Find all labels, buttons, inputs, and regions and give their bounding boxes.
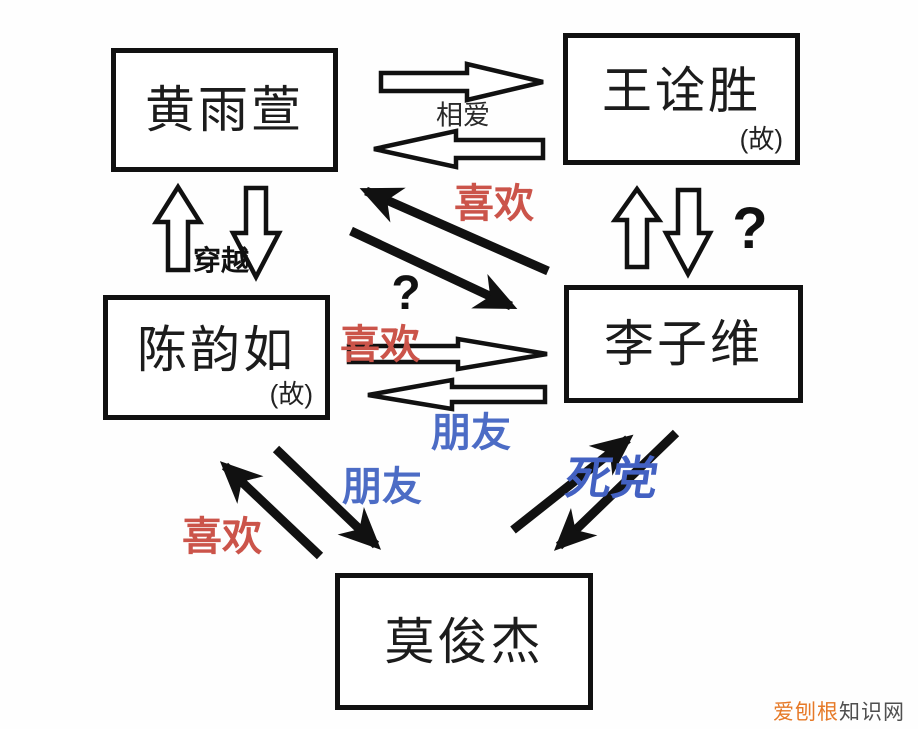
edge-label-friends-bottom: 朋友 — [342, 465, 422, 509]
node-li-ziwei: 李子维 — [564, 285, 803, 403]
node-wang-quansheng: 王诠胜 (故) — [563, 33, 800, 165]
node-mo-junjie: 莫俊杰 — [335, 573, 593, 710]
edge-label-friends-mid: 朋友 — [431, 411, 511, 455]
arrow-mutual-love-right — [378, 61, 544, 103]
node-name-huang-yuxuan: 黄雨萱 — [145, 82, 304, 138]
edge-label-likes-liziwei-huangyuxuan: 喜欢 — [454, 182, 534, 226]
edge-label-likes-chenyunru-liziwei: 喜欢 — [340, 323, 420, 367]
edge-label-time-travel: 穿越 — [192, 245, 250, 276]
arrow-unknown-down — [662, 187, 714, 279]
arrow-mojunjie-to-chenyunru — [219, 461, 324, 560]
node-name-mo-junjie: 莫俊杰 — [384, 613, 544, 670]
watermark-brand: 爱刨根 — [773, 701, 839, 724]
node-chen-yunru: 陈韵如 (故) — [103, 295, 330, 420]
arrow-time-travel-down — [229, 185, 283, 282]
edge-label-question-mid: ? — [391, 267, 421, 320]
arrow-unknown-up — [610, 185, 664, 270]
arrow-huangyuxuan-to-liziwei — [349, 226, 518, 311]
edge-label-best-friends: 死党 — [562, 452, 662, 504]
watermark-suffix: 知识网 — [839, 701, 905, 724]
watermark: 爱刨根知识网 — [773, 696, 905, 726]
arrow-mojunjie-to-liziwei — [510, 434, 634, 534]
edge-label-mutual-love: 相爱 — [436, 100, 490, 131]
node-name-chen-yunru: 陈韵如 — [137, 321, 296, 378]
edge-label-likes-mojunjie-chenyunru: 喜欢 — [182, 515, 262, 559]
arrow-chenyunru-to-mojunjie — [272, 445, 382, 550]
arrow-liziwei-to-mojunjie — [553, 429, 680, 551]
arrow-likes-right — [346, 336, 548, 372]
arrow-time-travel-up — [151, 182, 205, 273]
arrow-mutual-love-left — [373, 128, 546, 170]
edge-label-question-top: ? — [732, 196, 768, 261]
arrow-friends-left — [367, 377, 548, 412]
node-name-li-ziwei: 李子维 — [604, 316, 763, 372]
node-status-deceased: (故) — [739, 124, 783, 154]
node-huang-yuxuan: 黄雨萱 — [111, 48, 338, 172]
node-name-wang-quansheng: 王诠胜 — [602, 63, 761, 119]
arrow-liziwei-to-huangyuxuan — [359, 186, 550, 276]
node-status-deceased: (故) — [269, 379, 313, 409]
